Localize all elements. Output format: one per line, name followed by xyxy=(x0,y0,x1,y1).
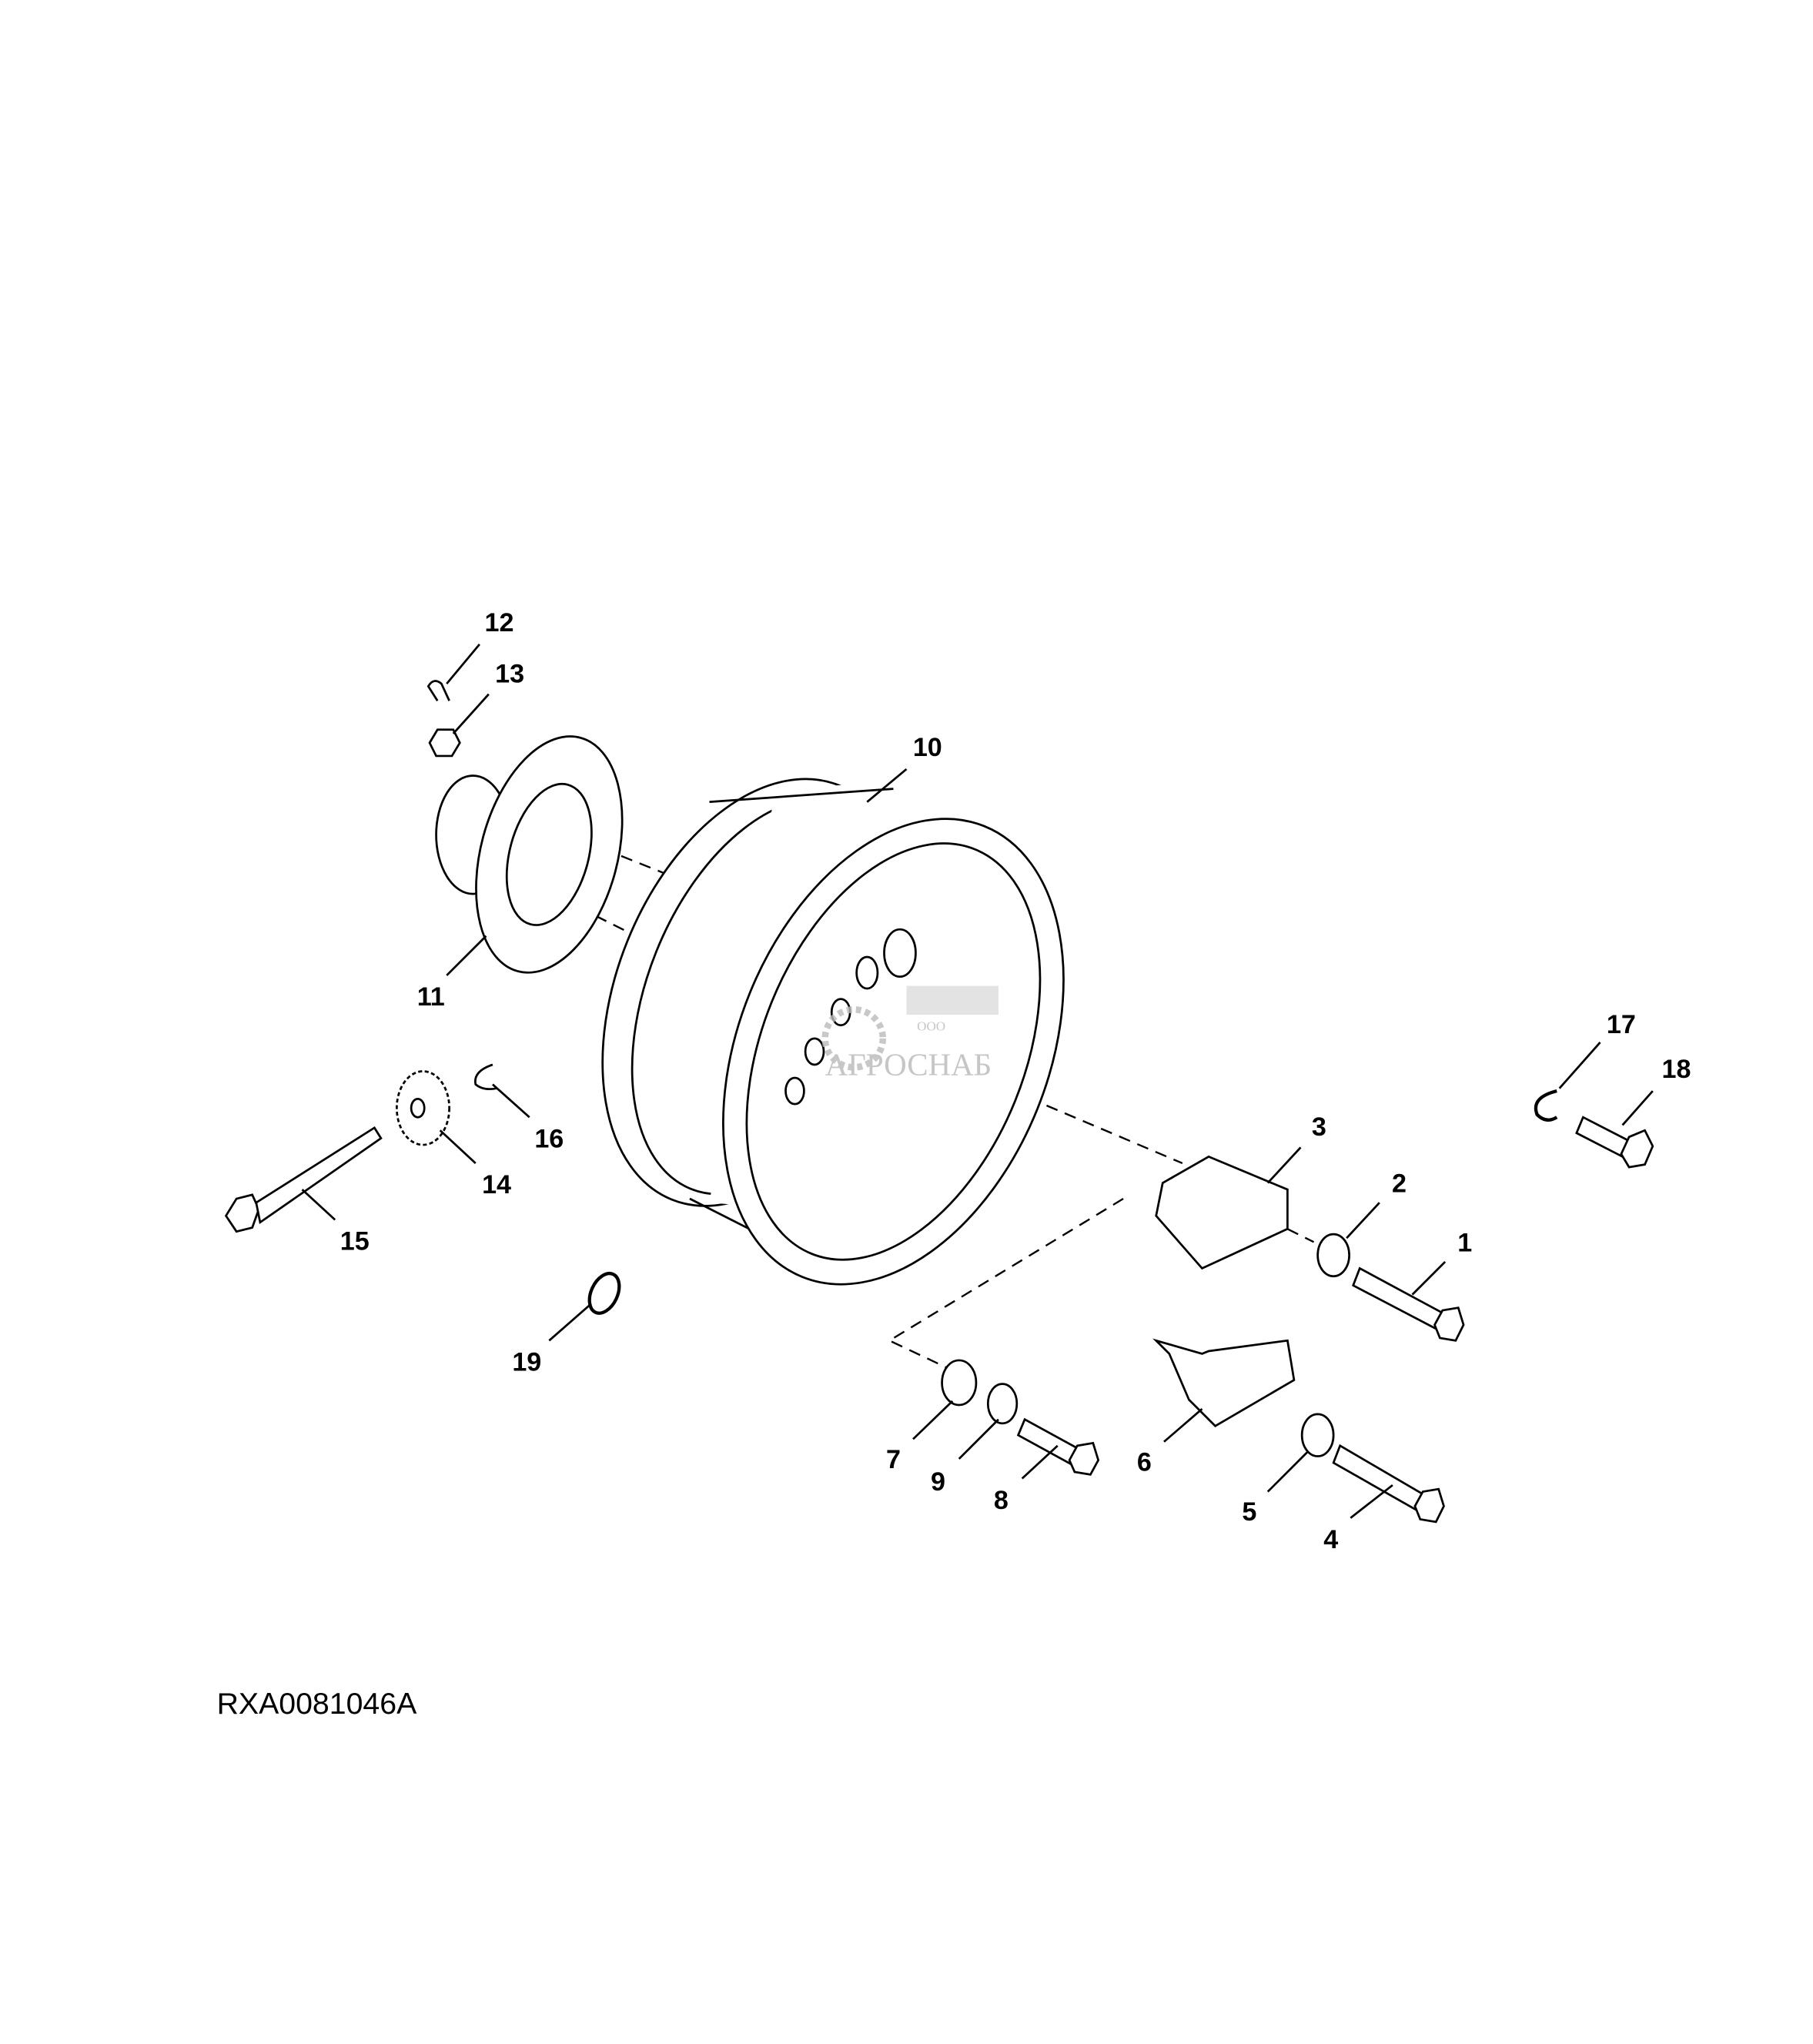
callout-7: 7 xyxy=(886,1445,901,1474)
callout-18: 18 xyxy=(1662,1055,1691,1084)
callout-5: 5 xyxy=(1242,1497,1256,1527)
callout-4: 4 xyxy=(1323,1525,1338,1554)
callout-9: 9 xyxy=(931,1467,945,1497)
callout-19: 19 xyxy=(512,1348,541,1377)
o-ring-19 xyxy=(587,1271,621,1315)
watermark-brand-text: АГРОСНАБ xyxy=(825,1048,992,1082)
callout-6: 6 xyxy=(1137,1447,1152,1477)
leader-lines xyxy=(301,644,1654,1519)
callout-16: 16 xyxy=(534,1124,564,1153)
callout-13: 13 xyxy=(495,659,524,688)
washer-7 xyxy=(941,1359,978,1407)
callout-3: 3 xyxy=(1312,1112,1326,1142)
bolt-18 xyxy=(1575,1116,1654,1169)
callout-2: 2 xyxy=(1392,1169,1407,1198)
callout-14: 14 xyxy=(482,1170,511,1199)
washer-9 xyxy=(986,1383,1019,1425)
gear-14 xyxy=(396,1070,450,1146)
bracket-6 xyxy=(1152,1338,1296,1427)
hub xyxy=(435,735,624,974)
bolt-15 xyxy=(224,1126,383,1233)
callout-12: 12 xyxy=(484,608,513,637)
bolt-8 xyxy=(1016,1417,1100,1476)
callout-15: 15 xyxy=(340,1227,370,1256)
watermark-small-text: ООО xyxy=(917,1019,945,1034)
bolt-1 xyxy=(1352,1266,1465,1342)
bracket-3 xyxy=(1155,1155,1289,1270)
washer-2 xyxy=(1316,1233,1350,1278)
callout-17: 17 xyxy=(1607,1010,1636,1039)
callout-8: 8 xyxy=(994,1486,1009,1515)
callout-11: 11 xyxy=(417,982,445,1012)
pin-16 xyxy=(474,1063,497,1091)
wheel-rim xyxy=(601,778,1065,1286)
callout-1: 1 xyxy=(1457,1228,1472,1257)
castle-nut-13 xyxy=(428,728,461,758)
washer-5 xyxy=(1300,1413,1335,1457)
figure-caption: RXA0081046A xyxy=(217,1687,418,1721)
callout-10: 10 xyxy=(913,733,942,762)
watermark-logo: ООО АГРОСНАБ xyxy=(821,985,998,1082)
bolt-4 xyxy=(1332,1444,1445,1524)
cotter-pin-12 xyxy=(426,680,450,701)
snap-ring-17 xyxy=(1534,1089,1558,1122)
